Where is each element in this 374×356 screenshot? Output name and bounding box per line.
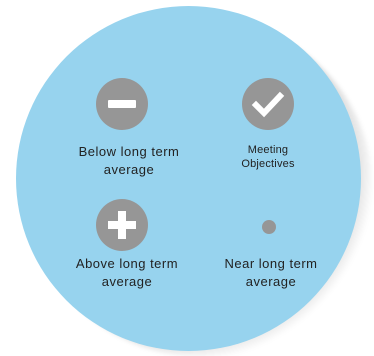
dot-icon (262, 220, 276, 234)
legend-label-near-line1: Near long term (224, 256, 318, 271)
legend-label-meeting: Meeting Objectives (218, 143, 318, 171)
legend-label-meeting-line2: Objectives (241, 158, 295, 170)
legend-label-below: Below long term average (70, 143, 188, 179)
legend-disc (16, 6, 361, 351)
legend-label-above-line1: Above long term (75, 256, 179, 271)
check-circle-icon (242, 78, 294, 130)
legend-label-near: Near long term average (210, 255, 332, 291)
legend-label-above: Above long term average (66, 255, 188, 291)
plus-circle-icon (96, 199, 148, 251)
legend-label-near-line2: average (245, 274, 297, 289)
legend-label-meeting-line1: Meeting (247, 144, 289, 156)
legend-label-below-line1: Below long term (78, 144, 180, 159)
minus-circle-icon (96, 78, 148, 130)
legend-label-below-line2: average (103, 162, 155, 177)
legend-label-above-line2: average (101, 274, 153, 289)
